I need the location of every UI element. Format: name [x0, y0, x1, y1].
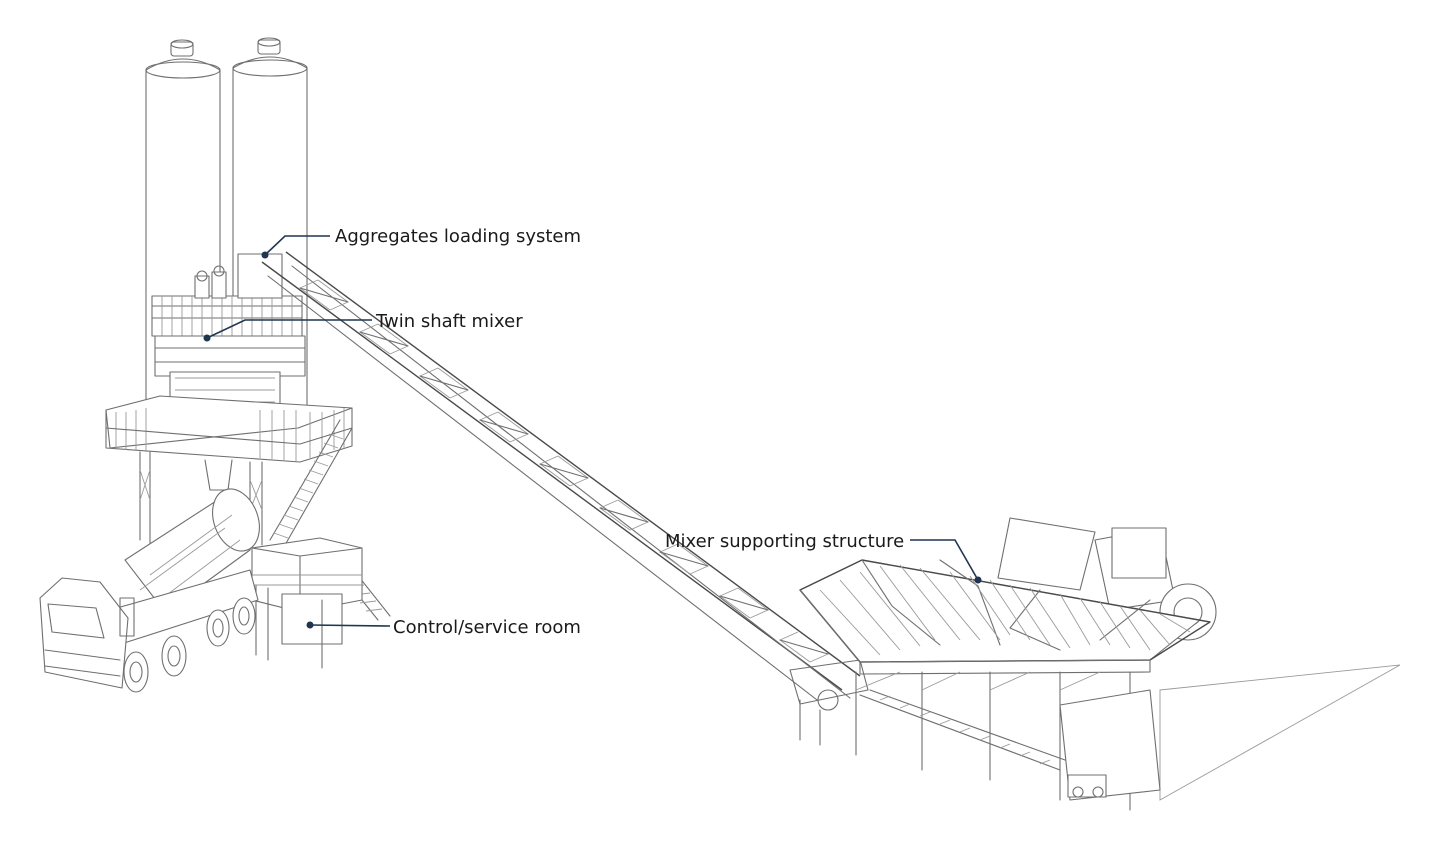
truck-wheels	[123, 597, 256, 693]
callout-label-twin-shaft-mixer: Twin shaft mixer	[375, 311, 523, 332]
inclined-conveyor	[261, 251, 869, 746]
mixing-tower	[105, 253, 353, 546]
callout-control-service-room: Control/service room	[306, 617, 581, 638]
callout-dot	[974, 576, 982, 584]
mixer-truck	[39, 488, 260, 693]
callout-mixer-supporting-structure: Mixer supporting structure	[665, 531, 982, 584]
control-room	[251, 537, 363, 669]
aggregate-bins	[799, 517, 1401, 811]
callout-label-mixer-supporting-structure: Mixer supporting structure	[665, 531, 904, 552]
callout-dot	[306, 621, 314, 629]
callout-dot	[261, 251, 269, 259]
callout-label-aggregates-loading: Aggregates loading system	[335, 226, 581, 247]
callout-twin-shaft-mixer: Twin shaft mixer	[203, 311, 523, 342]
cement-silos	[145, 37, 308, 421]
callout-aggregates-loading: Aggregates loading system	[261, 226, 581, 259]
callout-dot	[203, 334, 211, 342]
callout-label-control-service-room: Control/service room	[393, 617, 581, 638]
